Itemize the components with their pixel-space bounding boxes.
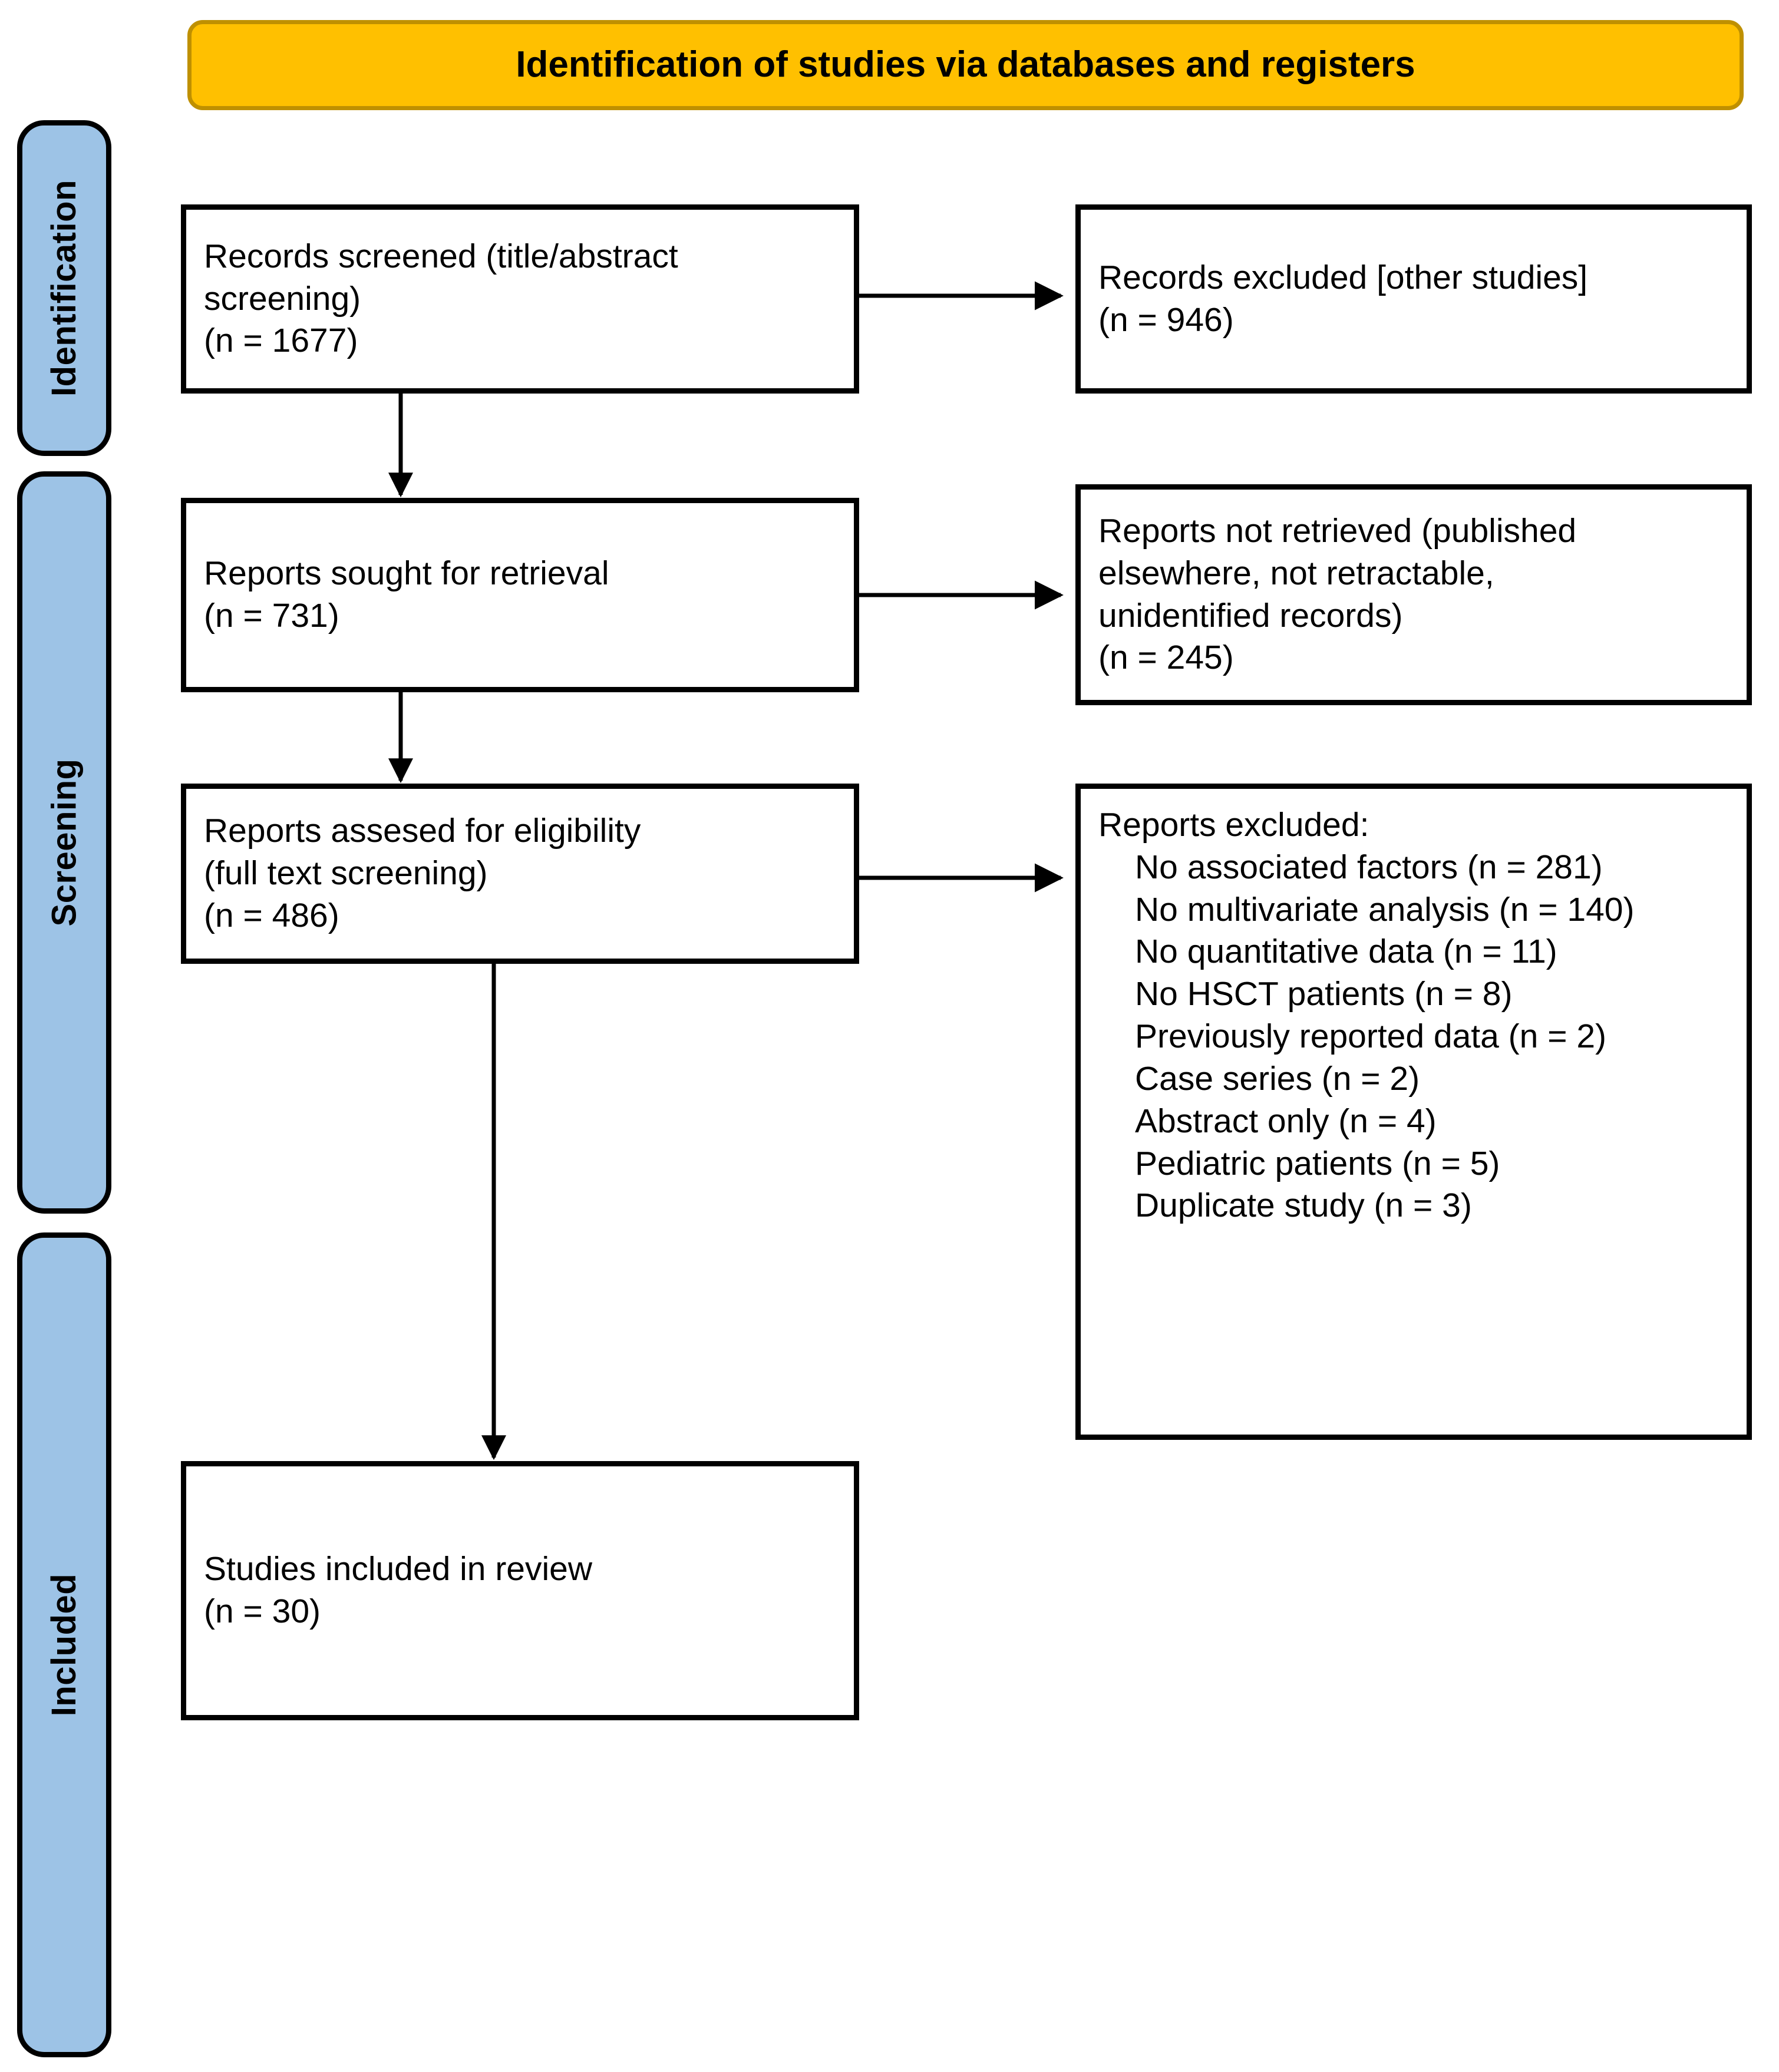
box-reports-sought: Reports sought for retrieval (n = 731) [181,498,859,692]
box-records-screened: Records screened (title/abstract screeni… [181,204,859,394]
box-reports-excluded: Reports excluded: No associated factors … [1075,784,1752,1440]
records-excluded-line2: (n = 946) [1098,300,1234,339]
stage-tab-screening: Screening [17,471,111,1214]
reports-sought-line1: Reports sought for retrieval [204,554,609,593]
reports-assessed-line2: (full text screening) [204,854,488,893]
records-excluded-line1: Records excluded [other studies] [1098,258,1588,296]
reports-excluded-reason: No HSCT patients (n = 8) [1135,975,1513,1013]
stage-label-identification: Identification [45,180,84,396]
reports-excluded-reason: No quantitative data (n = 11) [1135,933,1557,971]
reports-not-retrieved-line2: elsewhere, not retractable, [1098,554,1494,592]
studies-included-line2: (n = 30) [204,1592,321,1630]
reports-not-retrieved-line4: (n = 245) [1098,639,1234,677]
reports-excluded-reason: Duplicate study (n = 3) [1135,1187,1472,1225]
reports-not-retrieved-line3: unidentified records) [1098,596,1403,635]
banner-title: Identification of studies via databases … [516,44,1415,85]
records-screened-line1: Records screened (title/abstract [204,237,678,275]
box-studies-included: Studies included in review (n = 30) [181,1461,859,1720]
stage-label-included: Included [45,1573,83,1717]
stage-label-screening: Screening [45,758,83,927]
reports-sought-line2: (n = 731) [204,597,339,635]
stage-tab-included: Included [17,1232,111,2057]
reports-excluded-reason: No multivariate analysis (n = 140) [1135,890,1635,928]
reports-excluded-reason: Abstract only (n = 4) [1135,1102,1437,1140]
header-banner: Identification of studies via databases … [187,20,1744,110]
box-records-excluded: Records excluded [other studies] (n = 94… [1075,204,1752,394]
records-screened-line2: screening) [204,279,361,318]
reports-excluded-reason: Case series (n = 2) [1135,1059,1420,1098]
records-screened-line3: (n = 1677) [204,322,358,360]
box-reports-assessed: Reports assesed for eligibility (full te… [181,784,859,964]
reports-assessed-line1: Reports assesed for eligibility [204,812,641,850]
studies-included-line1: Studies included in review [204,1550,593,1588]
reports-excluded-reason: Previously reported data (n = 2) [1135,1017,1607,1056]
reports-excluded-heading: Reports excluded: [1098,806,1369,844]
box-reports-not-retrieved: Reports not retrieved (published elsewhe… [1075,484,1752,705]
reports-excluded-reason: Pediatric patients (n = 5) [1135,1144,1500,1182]
reports-excluded-reason: No associated factors (n = 281) [1135,848,1603,886]
stage-tab-identification: Identification [17,120,111,456]
reports-assessed-line3: (n = 486) [204,896,339,934]
reports-not-retrieved-line1: Reports not retrieved (published [1098,511,1577,550]
